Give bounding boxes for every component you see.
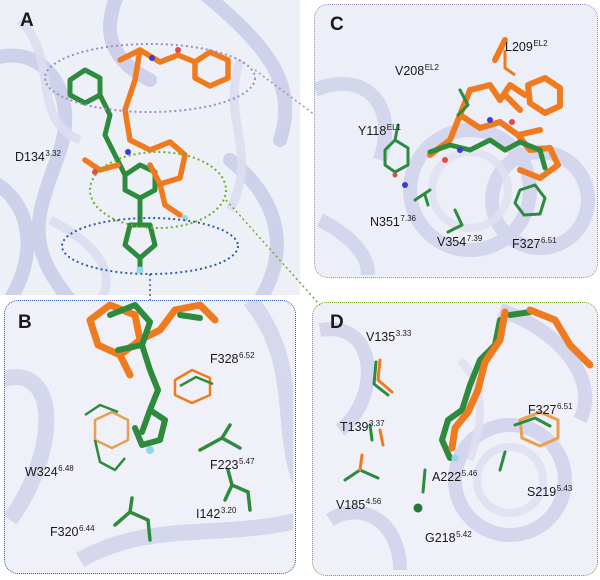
- residue-position: 3.32: [45, 149, 61, 158]
- residue-name: A222: [432, 470, 462, 485]
- residue-label: N3517.36: [370, 215, 416, 229]
- residue-name: F327: [528, 403, 557, 418]
- panel-a-structure: [0, 0, 293, 295]
- residue-label: W3246.48: [25, 465, 74, 479]
- residue-position: 3.20: [220, 506, 237, 515]
- residue-position: 4.56: [365, 497, 382, 506]
- residue-label: F3276.51: [528, 403, 573, 417]
- residue-name: Y118: [358, 124, 387, 139]
- glycine-marker: [413, 503, 423, 513]
- residue-name: S219: [527, 485, 557, 500]
- panel-letter-d: D: [330, 312, 344, 333]
- residue-label: F3206.44: [50, 525, 95, 539]
- residue-position: 7.36: [400, 214, 416, 223]
- residue-position: 5.46: [461, 469, 478, 478]
- residue-position: 6.51: [541, 236, 557, 245]
- residue-position: 7.39: [466, 234, 483, 243]
- panel-letter-a: A: [20, 10, 34, 31]
- pocket-ellipse-blue: [61, 217, 239, 275]
- panel-b-structure: [5, 301, 293, 567]
- residue-name: I142: [196, 507, 221, 522]
- residue-label: T1393.37: [340, 420, 385, 434]
- residue-label: L209EL2: [505, 40, 548, 54]
- panel-letter-b: B: [18, 312, 32, 333]
- residue-label: V208EL2: [395, 64, 439, 78]
- residue-name: V208: [395, 64, 425, 79]
- residue-label: G2185.42: [425, 531, 472, 545]
- pocket-ellipse-green: [89, 151, 227, 229]
- residue-label: V1353.33: [366, 330, 411, 344]
- residue-name: V185: [336, 498, 366, 513]
- residue-position: EL1: [386, 123, 401, 132]
- residue-label: I1423.20: [196, 507, 236, 521]
- residue-label: A2225.46: [432, 470, 477, 484]
- connector-lines: [149, 69, 321, 306]
- residue-position: 6.52: [239, 351, 255, 360]
- residue-name: F328: [210, 352, 239, 367]
- residue-label: Y118EL1: [358, 124, 401, 138]
- panel-d-structure: [318, 303, 594, 571]
- residue-position: 6.48: [58, 464, 74, 473]
- residue-name: F223: [210, 458, 239, 473]
- panel-c-structure: [315, 37, 595, 275]
- residue-label: F3286.52: [210, 352, 255, 366]
- residue-name: L209: [505, 40, 533, 55]
- residue-label: V1854.56: [336, 498, 381, 512]
- residue-position: 5.42: [456, 530, 472, 539]
- residue-position: 5.43: [556, 484, 573, 493]
- residue-label: S2195.43: [527, 485, 572, 499]
- residue-label: F2235.47: [210, 458, 255, 472]
- residue-name: W324: [25, 465, 58, 480]
- panel-c-background: [314, 4, 598, 278]
- residue-position: 5.47: [239, 457, 255, 466]
- pocket-ellipse-purple: [44, 43, 256, 113]
- residue-name: F327: [512, 237, 541, 252]
- residue-name: T139: [340, 420, 369, 435]
- residue-name: D134: [15, 150, 45, 165]
- residue-position: EL2: [533, 39, 548, 48]
- panel-letter-c: C: [330, 14, 344, 35]
- residue-name: G218: [425, 531, 456, 546]
- residue-name: F320: [50, 525, 79, 540]
- residue-position: 3.37: [369, 419, 385, 428]
- residue-name: N351: [370, 215, 400, 230]
- residue-label: D1343.32: [15, 150, 61, 164]
- residue-name: V354: [437, 235, 467, 250]
- residue-position: EL2: [424, 63, 439, 72]
- residue-label: V3547.39: [437, 235, 482, 249]
- residue-position: 6.51: [557, 402, 573, 411]
- residue-label: F3276.51: [512, 237, 557, 251]
- residue-name: V135: [366, 330, 396, 345]
- residue-position: 6.44: [79, 524, 95, 533]
- residue-position: 3.33: [395, 329, 412, 338]
